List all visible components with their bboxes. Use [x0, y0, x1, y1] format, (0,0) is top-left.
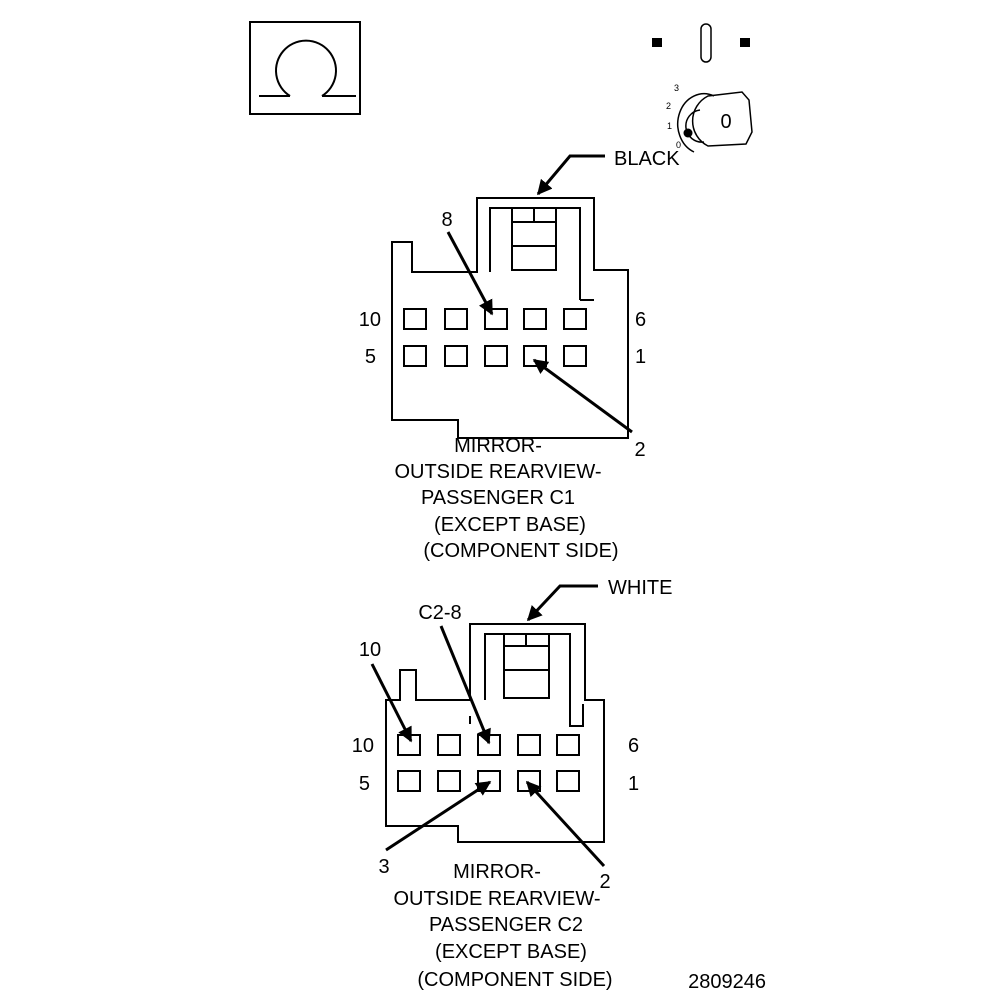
c2-pin-label-bottom-right: 1: [628, 773, 639, 795]
c1-cavity-5: [403, 345, 427, 367]
ignition-scale-3: 3: [674, 83, 679, 93]
c2-title-line-1: MIRROR-: [453, 861, 541, 883]
c2-color-leader: [526, 584, 598, 622]
c2-title-line-3: PASSENGER C2: [429, 914, 583, 936]
c2-cavity-7: [517, 734, 541, 756]
c1-title-line-1: MIRROR-: [454, 435, 542, 457]
c1-color-leader: [536, 154, 605, 196]
c2-cavity-8: [477, 734, 501, 756]
ignition-key-icon: 0 3 2 1 0: [652, 23, 753, 153]
c2-cavity-5: [397, 770, 421, 792]
c2-cavity-2: [517, 770, 541, 792]
c1-callout-8-leader: [446, 231, 494, 316]
c2-cavity-1: [556, 770, 580, 792]
c1-cavity-3: [484, 345, 508, 367]
c2-pin-label-top-right: 6: [628, 735, 639, 757]
c1-cavity-4: [444, 345, 468, 367]
c2-cavity-6: [556, 734, 580, 756]
c2-callout-c2-8-leader: [439, 625, 491, 745]
c2-callout-2: 2: [599, 871, 610, 893]
c2-pin-label-bottom-left: 5: [359, 773, 370, 795]
connector-c2-body: [385, 623, 605, 843]
connector-c1-body: [391, 197, 629, 439]
ignition-scale-0: 0: [676, 140, 681, 150]
c1-cavity-6: [563, 308, 587, 330]
c1-cavity-9: [444, 308, 468, 330]
c2-title-line-2: OUTSIDE REARVIEW-: [393, 888, 600, 910]
c1-pin-label-bottom-left: 5: [365, 346, 376, 368]
c2-color-label: WHITE: [608, 577, 672, 599]
c1-cavity-1: [563, 345, 587, 367]
c1-callout-8: 8: [441, 209, 452, 231]
c2-callout-10-leader: [370, 663, 413, 743]
c1-title-line-3: PASSENGER C1: [421, 487, 575, 509]
c1-callout-2: 2: [634, 439, 645, 461]
c2-cavity-4: [437, 770, 461, 792]
ignition-scale-1: 1: [667, 121, 672, 131]
omega-connector-icon: [249, 21, 361, 115]
c1-pin-label-top-left: 10: [359, 309, 381, 331]
figure-number: 2809246: [688, 971, 766, 993]
c2-callout-3-leader: [385, 780, 492, 852]
c2-cavity-9: [437, 734, 461, 756]
c1-title-line-5: (COMPONENT SIDE): [423, 540, 618, 562]
ignition-key-label: 0: [720, 111, 731, 133]
c1-title-line-2: OUTSIDE REARVIEW-: [394, 461, 601, 483]
c1-cavity-2: [523, 345, 547, 367]
c1-cavity-7: [523, 308, 547, 330]
c2-callout-3: 3: [378, 856, 389, 878]
c2-callout-2-leader: [525, 780, 606, 868]
c2-title-line-4: (EXCEPT BASE): [435, 941, 587, 963]
ignition-scale-2: 2: [666, 101, 671, 111]
c2-callout-c2-8: C2-8: [418, 602, 461, 624]
c1-pin-label-top-right: 6: [635, 309, 646, 331]
ignition-position-dot: [683, 128, 693, 138]
c2-title-line-5: (COMPONENT SIDE): [417, 969, 612, 991]
c1-cavity-10: [403, 308, 427, 330]
c1-callout-2-leader: [532, 358, 633, 434]
c2-pin-label-top-left: 10: [352, 735, 374, 757]
connector-c1: BLACK 10 6 5 1 8 2 MIRROR- OUTSIDE REARV…: [359, 148, 680, 562]
c1-color-label: BLACK: [614, 148, 680, 170]
connector-c2: WHITE 10 6 5 1 10 C2-8 3 2 MIRROR- OUTSI…: [352, 577, 673, 991]
connector-c1-cavities: [403, 308, 587, 367]
c1-pin-label-bottom-right: 1: [635, 346, 646, 368]
c1-title-line-4: (EXCEPT BASE): [434, 514, 586, 536]
c2-callout-10: 10: [359, 639, 381, 661]
c1-cavity-8: [484, 308, 508, 330]
